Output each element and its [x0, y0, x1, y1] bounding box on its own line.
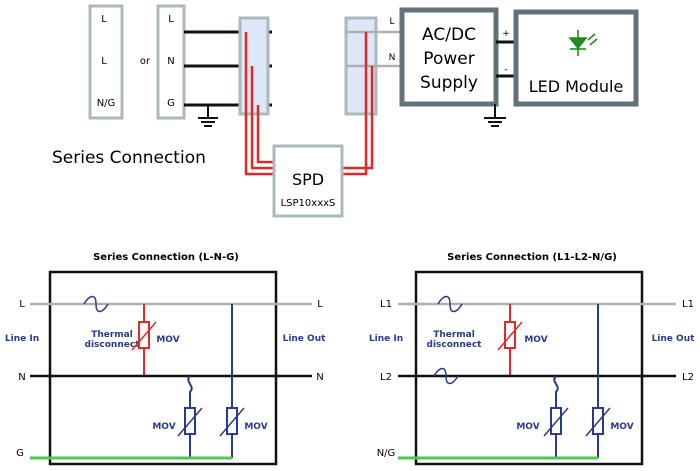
- right-mov-label-3: MOV: [610, 422, 633, 432]
- right-ng-in: N/G: [377, 448, 396, 459]
- left-panel-frame: [48, 270, 278, 466]
- right-mov-blue-1-wire: [553, 375, 559, 458]
- terminal-b-3: G: [167, 98, 175, 109]
- led-icon: [568, 30, 598, 56]
- right-l2-out: L2: [682, 372, 694, 383]
- spd-model: LSP10xxxS: [281, 198, 336, 209]
- minus-label: -: [504, 65, 507, 75]
- right-l1-in: L1: [380, 299, 392, 310]
- spd-box: [272, 144, 344, 218]
- right-mov-label-2: MOV: [516, 422, 539, 432]
- psu-in-n-label: N: [389, 53, 396, 63]
- psu-in-l-label: L: [389, 17, 394, 27]
- left-thermal-line-2: disconnect: [85, 340, 141, 350]
- terminal-a-3: N/G: [97, 98, 116, 109]
- left-l-out: L: [317, 299, 323, 310]
- terminal-a-1: L: [101, 14, 107, 25]
- left-g-in: G: [16, 448, 24, 459]
- psu-line-3: Supply: [420, 73, 478, 93]
- led-module-box: [513, 9, 639, 107]
- plus-label: +: [502, 29, 510, 39]
- spd-wires-left: [244, 32, 278, 176]
- psu-line-2: Power: [423, 49, 474, 69]
- right-l2-in: L2: [380, 372, 392, 383]
- left-panel-title: Series Connection (L-N-G): [93, 252, 239, 263]
- left-l-in: L: [19, 299, 25, 310]
- left-line-in: Line In: [5, 334, 39, 344]
- right-l1-out: L1: [682, 299, 694, 310]
- spd-wires-right: [340, 32, 374, 176]
- psu-ground-icon: [484, 104, 506, 127]
- right-mov-label-1: MOV: [524, 335, 547, 345]
- left-mov-label-3: MOV: [244, 422, 267, 432]
- right-panel-title: Series Connection (L1-L2-N/G): [447, 252, 617, 263]
- psu-line-1: AC/DC: [422, 25, 476, 45]
- left-mov-red-slash: [131, 321, 157, 351]
- connector-block-left: [238, 16, 270, 116]
- terminal-b-1: L: [168, 14, 174, 25]
- left-mov-label-2: MOV: [152, 422, 175, 432]
- terminal-b-2: N: [167, 56, 174, 67]
- left-n-out: N: [316, 372, 323, 383]
- right-line-in: Line In: [369, 334, 403, 344]
- right-thermal-line-1: Thermal: [433, 330, 475, 340]
- terminal-a-2: L: [101, 56, 107, 67]
- right-mov-red-slash: [497, 321, 523, 351]
- right-thermal-line-2: disconnect: [427, 340, 483, 350]
- left-mov-blue-2-slash: [219, 407, 245, 437]
- right-mov-blue-2-slash: [585, 407, 611, 437]
- spd-title: SPD: [292, 170, 324, 189]
- left-line-out: Line Out: [283, 334, 327, 344]
- left-mov-label-1: MOV: [156, 335, 179, 345]
- ground-icon: [198, 105, 218, 127]
- terminal-box-a: [88, 4, 124, 120]
- led-module-label: LED Module: [529, 77, 624, 96]
- power-supply-box: [399, 7, 499, 107]
- left-mov-blue-1-slash: [177, 407, 203, 437]
- or-label: or: [140, 56, 151, 67]
- terminal-box-b: [156, 4, 186, 120]
- left-n-in: N: [18, 372, 25, 383]
- series-connection-label: Series Connection: [52, 148, 206, 168]
- right-line-out: Line Out: [652, 334, 696, 344]
- right-mov-blue-1-slash: [543, 407, 569, 437]
- left-mov-blue-1-wire: [187, 375, 193, 458]
- left-thermal-line-1: Thermal: [91, 330, 133, 340]
- right-panel-frame: [414, 270, 644, 466]
